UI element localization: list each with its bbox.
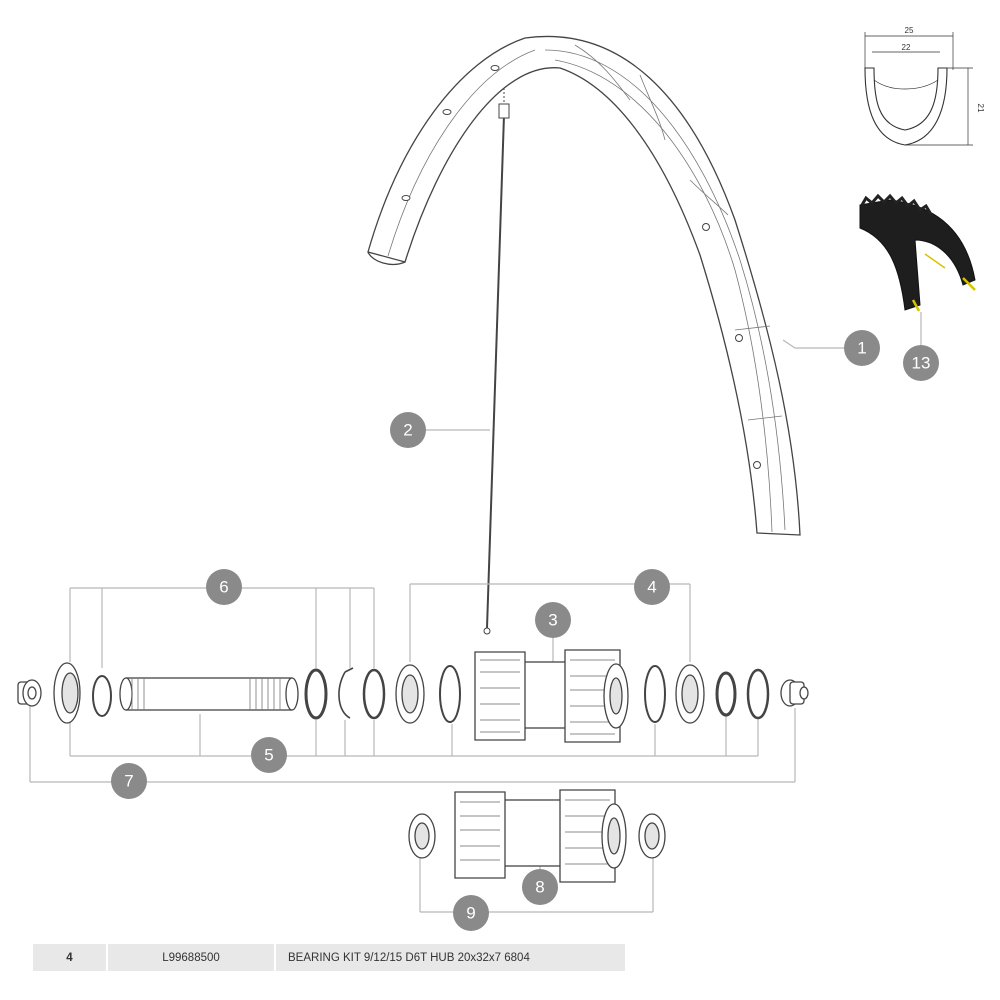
callout-2: 2 bbox=[390, 412, 426, 448]
svg-text:9: 9 bbox=[466, 904, 475, 923]
svg-text:2: 2 bbox=[403, 421, 412, 440]
rim-inner-width-label: 22 bbox=[902, 43, 911, 52]
hub-shell-drawing bbox=[408, 789, 666, 883]
callout-4: 4 bbox=[634, 569, 670, 605]
svg-text:13: 13 bbox=[912, 354, 931, 373]
rim-height-label: 21 bbox=[976, 104, 985, 113]
parts-table-item: 4 bbox=[33, 944, 108, 971]
parts-table-description: BEARING KIT 9/12/15 D6T HUB 20x32x7 6804 bbox=[288, 951, 530, 964]
svg-text:5: 5 bbox=[264, 746, 273, 765]
callout-1: 1 bbox=[844, 330, 880, 366]
callout-8: 8 bbox=[522, 869, 558, 905]
callout-7: 7 bbox=[111, 763, 147, 799]
rim-outer-width-label: 25 bbox=[905, 26, 914, 35]
rim-drawing bbox=[367, 35, 801, 536]
callout-6: 6 bbox=[206, 569, 242, 605]
callout-9: 9 bbox=[453, 895, 489, 931]
svg-text:8: 8 bbox=[535, 878, 544, 897]
parts-table-reference: L99688500 bbox=[108, 944, 276, 971]
callout-13: 13 bbox=[903, 345, 939, 381]
callout-3: 3 bbox=[535, 602, 571, 638]
svg-text:6: 6 bbox=[219, 578, 228, 597]
parts-table-row: 4 L99688500 BEARING KIT 9/12/15 D6T HUB … bbox=[33, 944, 625, 971]
rim-profile-drawing: 25 22 21 bbox=[864, 26, 985, 146]
svg-text:7: 7 bbox=[124, 772, 133, 791]
svg-text:1: 1 bbox=[857, 339, 866, 358]
tire-drawing bbox=[859, 193, 976, 312]
svg-text:4: 4 bbox=[647, 578, 656, 597]
svg-text:3: 3 bbox=[548, 611, 557, 630]
spoke-drawing bbox=[483, 88, 510, 635]
callout-5: 5 bbox=[251, 737, 287, 773]
hub-assembly-drawing bbox=[17, 649, 809, 743]
